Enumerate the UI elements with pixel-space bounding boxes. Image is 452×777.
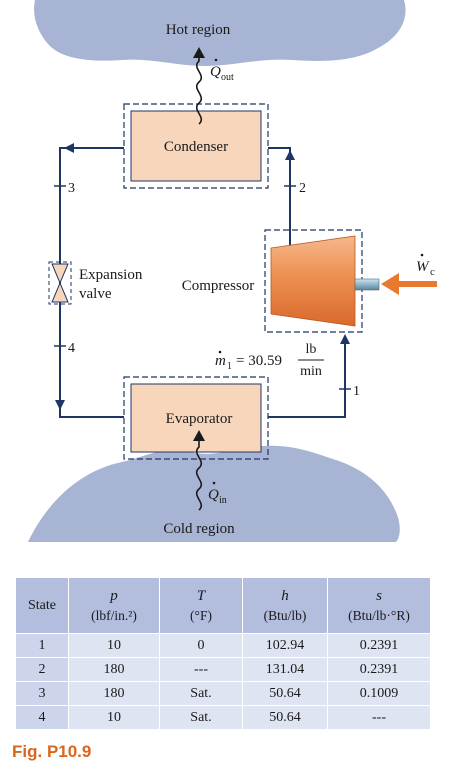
table-row: 2 180 --- 131.04 0.2391 (15, 657, 431, 682)
header-enthalpy: h (Btu/lb) (242, 577, 328, 634)
valve-bowtie-icon (48, 261, 72, 305)
heat-in-subscript: in (219, 495, 227, 506)
work-symbol: W c (416, 253, 435, 278)
figure-caption: Fig. P10.9 (12, 742, 92, 761)
table-row: 1 10 0 102.94 0.2391 (15, 633, 431, 658)
state-2-label: 2 (299, 181, 306, 196)
state-1-label: 1 (353, 384, 360, 399)
header-state: State (15, 577, 69, 634)
table-cell: 50.64 (242, 681, 328, 706)
refrigeration-cycle-diagram: Hot region Cold region Condenser Evapora… (28, 0, 437, 542)
table-cell: 0 (159, 633, 243, 658)
flow-arrow-icon (55, 400, 65, 410)
mass-flow-value: = 30.59 (236, 353, 282, 369)
table-header-row: State p (lbf/in.²) T (°F) h (Btu/lb) s (… (15, 577, 431, 634)
expansion-valve-label-line1: Expansion (79, 267, 143, 283)
work-input-arrow-icon (381, 273, 437, 295)
header-state-label: State (28, 597, 56, 613)
header-temperature-unit: (°F) (190, 607, 212, 623)
heat-out-subscript: out (221, 72, 234, 83)
cold-region-label: Cold region (163, 521, 235, 537)
table-row: 4 10 Sat. 50.64 --- (15, 705, 431, 730)
header-pressure-symbol: p (110, 587, 118, 604)
heat-out-symbol: Q out (210, 58, 234, 83)
flow-arrow-icon (285, 150, 295, 160)
flow-arrow-icon (340, 334, 350, 344)
state-property-table: State p (lbf/in.²) T (°F) h (Btu/lb) s (… (15, 577, 431, 730)
table-cell: Sat. (159, 681, 243, 706)
header-enthalpy-unit: (Btu/lb) (263, 607, 307, 623)
table-cell: 0.2391 (327, 657, 431, 682)
table-cell: 2 (15, 657, 69, 682)
work-symbol-subscript: c (430, 266, 435, 278)
table-cell: 10 (68, 633, 160, 658)
work-symbol-letter: W (416, 259, 430, 275)
state-markers (54, 185, 351, 390)
table-cell: 50.64 (242, 705, 328, 730)
evaporator-boundary (123, 376, 269, 460)
table-cell: 4 (15, 705, 69, 730)
table-cell: 1 (15, 633, 69, 658)
heat-out-letter: Q (210, 64, 221, 80)
table-cell: Sat. (159, 705, 243, 730)
compressor-body (270, 235, 356, 327)
condenser-boundary (123, 103, 269, 189)
table-cell: 131.04 (242, 657, 328, 682)
evaporator-label: Evaporator (166, 411, 233, 427)
header-enthalpy-symbol: h (281, 587, 289, 604)
table-cell: --- (159, 657, 243, 682)
heat-in-letter: Q (208, 487, 219, 503)
squiggle-heat-arrow-icon (193, 47, 205, 125)
mass-flow-unit-numerator: lb (306, 342, 317, 357)
compressor-shaft (354, 278, 380, 291)
compressor-label: Compressor (182, 278, 255, 294)
header-entropy-symbol: s (376, 587, 382, 604)
cold-region-shape (28, 445, 400, 542)
header-temperature-symbol: T (196, 587, 206, 604)
mass-flow-subscript: 1 (227, 361, 232, 372)
table-cell: 3 (15, 681, 69, 706)
hot-region-shape (34, 0, 406, 66)
condenser-label: Condenser (164, 139, 228, 155)
header-entropy: s (Btu/lb·°R) (327, 577, 431, 634)
condenser-box (130, 110, 262, 182)
table-cell: --- (327, 705, 431, 730)
squiggle-heat-arrow-icon (193, 430, 205, 511)
table-cell: 0.1009 (327, 681, 431, 706)
state-3-label: 3 (68, 181, 75, 196)
table-row: 3 180 Sat. 50.64 0.1009 (15, 681, 431, 706)
flow-arrow-icons (55, 143, 350, 410)
table-cell: 0.2391 (327, 633, 431, 658)
table-cell: 180 (68, 681, 160, 706)
state-4-label: 4 (68, 341, 75, 356)
mass-flow-symbol: m (215, 353, 226, 369)
heat-in-symbol: Q in (208, 481, 227, 506)
mass-flow-unit-denominator: min (300, 364, 322, 379)
header-pressure: p (lbf/in.²) (68, 577, 160, 634)
mass-flow-rate: m 1 = 30.59 lb min (215, 342, 324, 379)
table-cell: 10 (68, 705, 160, 730)
header-pressure-unit: (lbf/in.²) (91, 607, 137, 623)
hot-region-label: Hot region (166, 22, 231, 38)
expansion-valve-label-line2: valve (79, 286, 112, 302)
header-temperature: T (°F) (159, 577, 243, 634)
header-entropy-unit: (Btu/lb·°R) (348, 607, 410, 623)
flow-arrow-icon (64, 143, 74, 153)
table-cell: 102.94 (242, 633, 328, 658)
table-cell: 180 (68, 657, 160, 682)
